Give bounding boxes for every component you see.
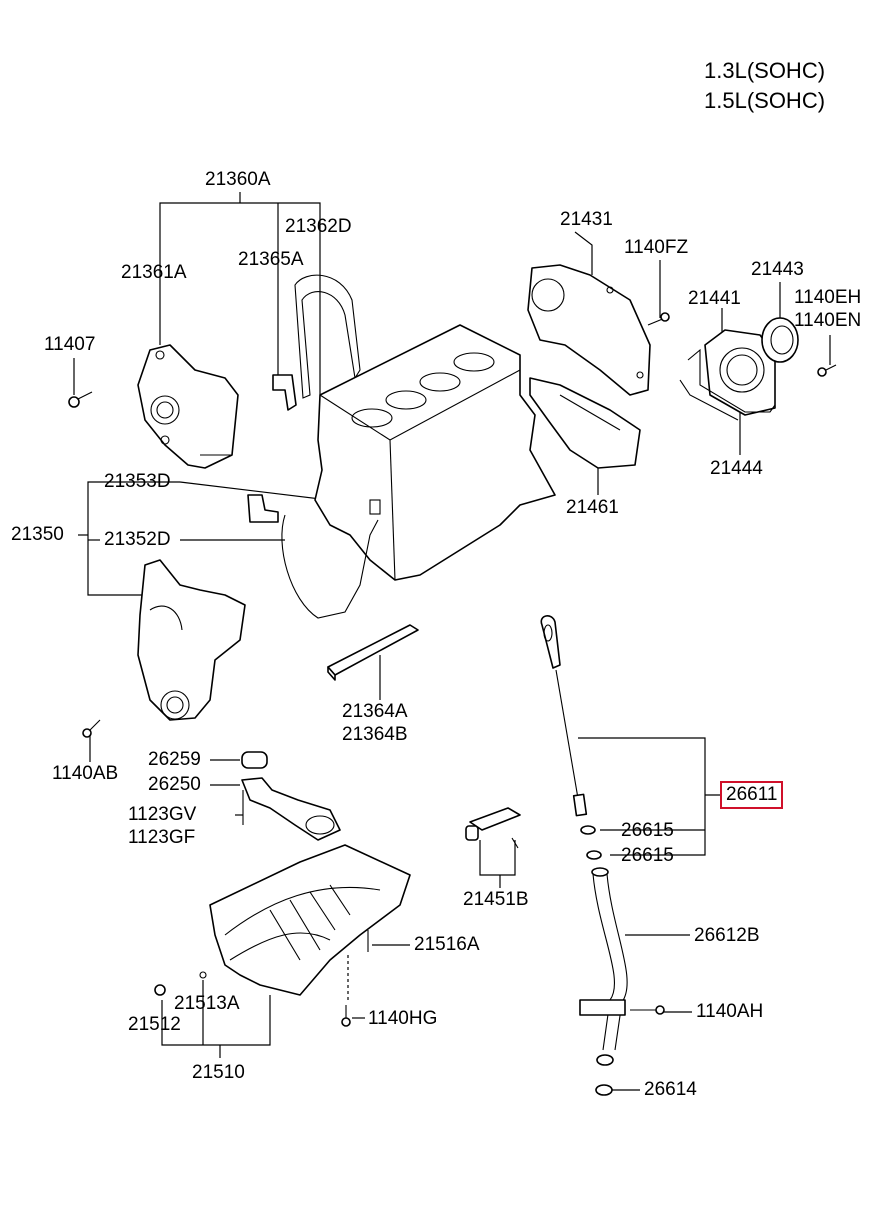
part-label-26250[interactable]: 26250 <box>148 774 201 795</box>
bolt-1140HG <box>341 1005 351 1027</box>
part-label-21443[interactable]: 21443 <box>751 259 804 280</box>
part-label-26615-upper[interactable]: 26615 <box>621 820 674 841</box>
timing-belt <box>294 274 361 399</box>
timing-belt-lower-cover <box>137 559 246 721</box>
part-label-1140HG[interactable]: 1140HG <box>368 1008 438 1029</box>
part-label-1140FZ[interactable]: 1140FZ <box>624 237 689 258</box>
part-label-21451B[interactable]: 21451B <box>463 889 529 910</box>
part-label-1140AB[interactable]: 1140AB <box>52 763 119 784</box>
part-label-21510[interactable]: 21510 <box>192 1062 245 1083</box>
oil-level-gauge <box>540 615 588 817</box>
timing-belt-upper-cover <box>137 344 239 469</box>
part-label-26611[interactable]: 26611 <box>719 781 784 809</box>
drain-plug <box>154 971 207 996</box>
plate-21364A <box>327 624 419 681</box>
part-label-21364B[interactable]: 21364B <box>342 724 408 745</box>
oil-level-gauge-guide <box>579 867 665 1066</box>
o-ring-26615-upper <box>580 825 596 835</box>
oil-pan <box>209 844 411 996</box>
seal-21352D <box>281 514 379 619</box>
o-ring-26614 <box>595 1084 613 1096</box>
part-label-21360A[interactable]: 21360A <box>205 169 271 190</box>
seal-21353D <box>247 494 279 523</box>
part-label-21353D[interactable]: 21353D <box>104 471 171 492</box>
part-label-26259[interactable]: 26259 <box>148 749 201 770</box>
rear-plate <box>527 264 651 396</box>
o-ring-26615-lower <box>586 850 602 860</box>
bolt-1140EH <box>817 364 837 377</box>
part-label-1140AH[interactable]: 1140AH <box>696 1001 764 1022</box>
part-label-1140EH[interactable]: 1140EH <box>794 287 862 308</box>
bolt-1140AB <box>82 719 101 738</box>
breather-21451B <box>465 807 521 849</box>
oil-seal-case <box>704 329 776 416</box>
cover-21461 <box>529 377 641 469</box>
part-label-21461[interactable]: 21461 <box>566 497 619 518</box>
part-label-26615-lower[interactable]: 26615 <box>621 845 674 866</box>
bolt-1140FZ <box>647 312 670 326</box>
engine-spec-line-2: 1.5L(SOHC) <box>704 88 826 113</box>
part-label-21441[interactable]: 21441 <box>688 288 741 309</box>
part-label-21364A[interactable]: 21364A <box>342 701 408 722</box>
part-label-21516A[interactable]: 21516A <box>414 934 480 955</box>
part-label-11407[interactable]: 11407 <box>44 334 96 355</box>
part-label-21512[interactable]: 21512 <box>128 1014 181 1035</box>
bolt-11407 <box>68 391 93 408</box>
engine-spec-line-1: 1.3L(SOHC) <box>704 58 826 83</box>
oil-seal <box>761 317 799 363</box>
part-label-1123GF[interactable]: 1123GF <box>128 827 196 848</box>
part-label-21361A[interactable]: 21361A <box>121 262 187 283</box>
cylinder-block <box>314 324 556 581</box>
oil-screen <box>241 751 341 841</box>
part-label-21444[interactable]: 21444 <box>710 458 763 479</box>
part-label-1140EN[interactable]: 1140EN <box>794 310 862 331</box>
part-label-21365A[interactable]: 21365A <box>238 249 304 270</box>
part-label-26612B[interactable]: 26612B <box>694 925 760 946</box>
part-label-21513A[interactable]: 21513A <box>174 993 240 1014</box>
part-label-1123GV[interactable]: 1123GV <box>128 804 197 825</box>
part-label-26614[interactable]: 26614 <box>644 1079 697 1100</box>
part-label-21431[interactable]: 21431 <box>560 209 613 230</box>
part-label-21352D[interactable]: 21352D <box>104 529 171 550</box>
gasket-21444 <box>679 348 776 421</box>
seal-21365A <box>272 374 297 411</box>
part-label-21362D[interactable]: 21362D <box>285 216 352 237</box>
part-label-21350[interactable]: 21350 <box>11 524 64 545</box>
